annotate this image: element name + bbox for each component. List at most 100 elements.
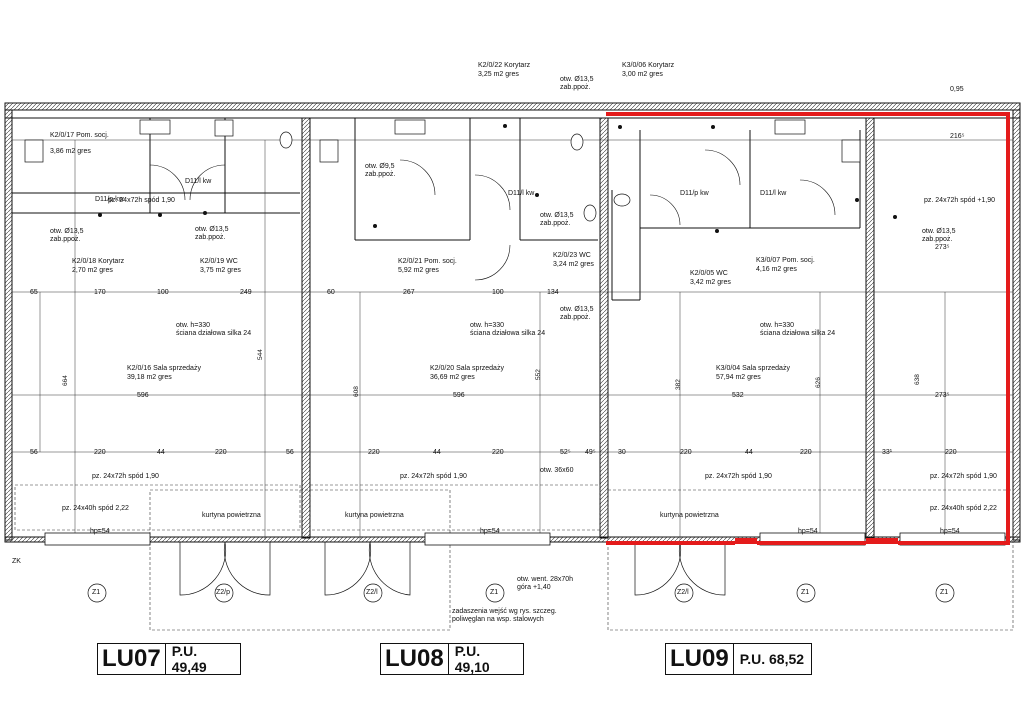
room-label-k2-0-21: K2/0/21 Pom. socj. xyxy=(398,258,457,265)
left-outer-wall xyxy=(4,109,13,541)
dim-552: 552 xyxy=(535,369,542,380)
dim-532: 532 xyxy=(732,392,744,399)
note-d11-kw-a: D11/p kw xyxy=(95,196,124,203)
dim-220-g: 220 xyxy=(945,449,957,456)
lu09-highlight-window-2 xyxy=(866,538,898,544)
wall-lu07-lu08 xyxy=(301,117,311,539)
room-label-k2-0-16: K2/0/16 Sala sprzedaży xyxy=(127,365,201,372)
note-d11-kw-b: D11/l kw xyxy=(185,178,212,185)
fixtures xyxy=(24,119,861,222)
room-area-k2-0-16: 39,18 m2 gres xyxy=(127,374,172,381)
room-label-k3-0-07: K3/0/07 Pom. socj. xyxy=(756,257,815,264)
dim-100-a: 100 xyxy=(157,289,169,296)
dim-216: 216⁵ xyxy=(950,133,965,140)
dim-65: 65 xyxy=(30,289,38,296)
canopy-outlines xyxy=(14,484,1014,631)
marker-z2l-b: Z2/l xyxy=(677,589,689,596)
dim-60: 60 xyxy=(327,289,335,296)
room-area-k2-0-23: 3,24 m2 gres xyxy=(553,261,594,268)
dim-220-f: 220 xyxy=(800,449,812,456)
dim-49: 49⁵ xyxy=(585,449,596,456)
unit-code: LU07 xyxy=(98,644,166,674)
room-label-k3-0-04: K3/0/04 Sala sprzedaży xyxy=(716,365,790,372)
dim-273-b: 273⁵ xyxy=(935,244,950,251)
unit-area: P.U. 68,52 xyxy=(739,651,805,667)
marker-z1-c: Z1 xyxy=(801,589,810,596)
note-kurtyna-c: kurtyna powietrzna xyxy=(660,512,719,519)
dim-664: 664 xyxy=(62,375,69,386)
room-area-k2-0-20: 36,69 m2 gres xyxy=(430,374,475,381)
room-area-k2-0-22: 3,25 m2 gres xyxy=(478,71,519,78)
room-area-k2-0-17: 3,86 m2 gres xyxy=(50,148,91,155)
room-area-k3-0-04: 57,94 m2 gres xyxy=(716,374,761,381)
dim-44-a: 44 xyxy=(157,449,165,456)
note-d11-kw-c: D11/l kw xyxy=(508,190,535,197)
unit-area: P.U. 49,49 xyxy=(171,643,207,675)
dim-596-a: 596 xyxy=(137,392,149,399)
note-0-95: 0,95 xyxy=(950,86,964,93)
unit-title-lu07: LU07 P.U. 49,49 xyxy=(97,643,241,675)
note-pz-d: pz. 24x72h spód 1,90 xyxy=(400,473,467,480)
room-area-k2-0-05: 3,42 m2 gres xyxy=(690,279,731,286)
dim-220-d: 220 xyxy=(492,449,504,456)
window-markers xyxy=(87,583,955,603)
dim-220-e: 220 xyxy=(680,449,692,456)
dim-44-b: 44 xyxy=(433,449,441,456)
dim-56-b: 56 xyxy=(286,449,294,456)
dim-134: 134 xyxy=(547,289,559,296)
dim-267: 267 xyxy=(403,289,415,296)
room-area-k2-0-21: 5,92 m2 gres xyxy=(398,267,439,274)
note-pz-e: pz. 24x72h spód 1,90 xyxy=(705,473,772,480)
wall-lu08-lu09 xyxy=(599,117,609,539)
note-pz-c: pz. 24x72h spód 1,90 xyxy=(92,473,159,480)
room-label-k2-0-20: K2/0/20 Sala sprzedaży xyxy=(430,365,504,372)
dim-544: 544 xyxy=(257,349,264,360)
unit-code: LU09 xyxy=(666,644,734,674)
lu09-highlight-outline xyxy=(606,112,1010,545)
room-area-k3-0-06: 3,00 m2 gres xyxy=(622,71,663,78)
dim-100-b: 100 xyxy=(492,289,504,296)
note-hp-b: hp=54 xyxy=(480,528,500,535)
note-d11-kw-d: D11/p kw xyxy=(680,190,709,197)
dim-56-a: 56 xyxy=(30,449,38,456)
marker-z1-a: Z1 xyxy=(92,589,101,596)
dim-382: 382 xyxy=(675,379,682,390)
top-outer-wall xyxy=(4,102,1021,111)
dim-220-b: 220 xyxy=(215,449,227,456)
room-label-k2-0-23: K2/0/23 WC xyxy=(553,252,591,259)
unit-title-lu08: LU08 P.U. 49,10 xyxy=(380,643,524,675)
ceiling-points xyxy=(98,124,897,233)
dim-626: 626 xyxy=(815,377,822,388)
note-otw-36x60: otw. 36x60 xyxy=(540,467,574,474)
dim-30: 30 xyxy=(618,449,626,456)
note-pz-f: pz. 24x72h spód 1,90 xyxy=(930,473,997,480)
room-label-k3-0-06: K3/0/06 Korytarz xyxy=(622,62,675,69)
dim-33: 33¹ xyxy=(882,449,893,456)
note-pz-a: pz. 24x72h spód 1,90 xyxy=(108,197,175,204)
room-label-k2-0-17: K2/0/17 Pom. socj. xyxy=(50,132,109,139)
note-pz-h: pz. 24x40h spód 2,22 xyxy=(930,505,997,512)
marker-z1-b: Z1 xyxy=(490,589,499,596)
right-outer-wall xyxy=(1012,109,1021,541)
unit-area: P.U. 49,10 xyxy=(454,643,490,675)
dim-273: 273⁵ xyxy=(935,392,950,399)
note-kurtyna-b: kurtyna powietrzna xyxy=(345,512,404,519)
room-area-k3-0-07: 4,16 m2 gres xyxy=(756,266,797,273)
marker-z2l-a: Z2/l xyxy=(366,589,378,596)
marker-z1-d: Z1 xyxy=(940,589,949,596)
marker-z2p: Z2/p xyxy=(216,589,231,596)
room-label-k2-0-18: K2/0/18 Korytarz xyxy=(72,258,125,265)
dim-608: 608 xyxy=(353,386,360,397)
note-hp-d: hp=54 xyxy=(940,528,960,535)
dim-52: 52⁵ xyxy=(560,449,571,456)
dim-220-c: 220 xyxy=(368,449,380,456)
unit-code: LU08 xyxy=(381,644,449,674)
